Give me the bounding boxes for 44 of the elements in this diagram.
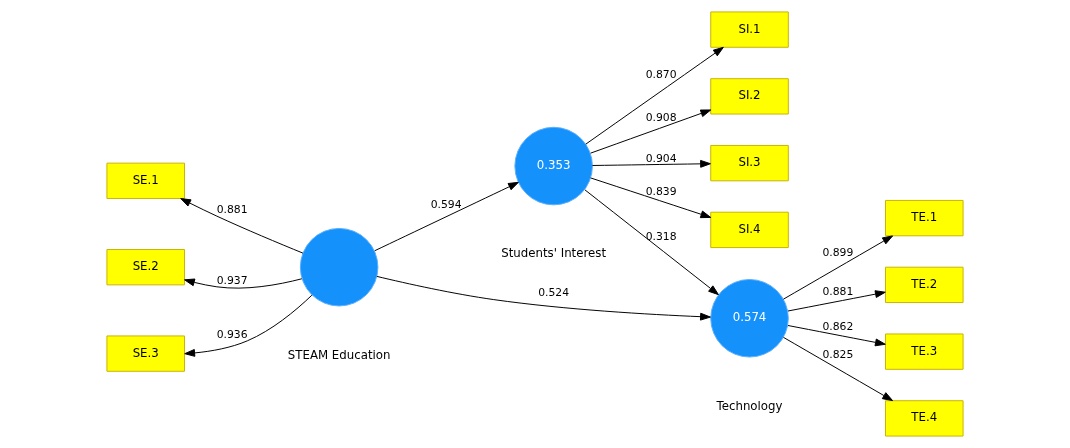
edge-label: 0.318 (645, 229, 677, 243)
arrow (376, 275, 711, 321)
node-box: SI.1 (710, 11, 789, 48)
edge-label: 0.870 (645, 68, 677, 82)
node-box: SI.2 (710, 78, 789, 115)
node-circle (299, 227, 379, 307)
node-circle: 0.353 (514, 126, 593, 206)
node-box: TE.4 (885, 400, 964, 437)
edge-label: 0.839 (645, 185, 677, 199)
edge-label: 0.862 (822, 319, 854, 333)
arrow (787, 290, 886, 312)
arrow (782, 235, 894, 300)
node-box: SE.2 (106, 249, 185, 286)
arrow (590, 177, 712, 219)
arrow (184, 278, 303, 289)
edge-label: 0.524 (538, 286, 570, 300)
edge-label: 0.825 (822, 348, 854, 362)
arrow (584, 189, 719, 296)
arrow (180, 198, 304, 254)
arrow (782, 336, 894, 402)
node-label: Technology (716, 398, 783, 413)
edge-label: 0.881 (822, 285, 854, 299)
edge-label: 0.937 (216, 273, 248, 287)
arrow (585, 46, 724, 145)
edge-label: 0.936 (216, 327, 248, 341)
edge-label: 0.899 (822, 246, 854, 260)
node-box: TE.3 (885, 333, 964, 370)
node-label: Students' Interest (501, 246, 607, 261)
edge-label: 0.904 (645, 151, 677, 165)
node-box: TE.1 (885, 199, 964, 237)
node-box: TE.2 (885, 266, 964, 304)
edge-label: 0.594 (430, 198, 462, 212)
node-box: SI.3 (710, 144, 789, 182)
edge-label: 0.908 (645, 110, 677, 124)
arrow (184, 294, 313, 357)
node-box: SE.1 (106, 162, 185, 199)
node-label: STEAM Education (287, 347, 391, 362)
arrow (787, 325, 886, 347)
node-box: SI.4 (710, 211, 789, 249)
arrow (374, 181, 519, 252)
node-box: SE.3 (106, 335, 185, 372)
arrow (592, 159, 711, 168)
edge-label: 0.881 (216, 203, 248, 216)
arrow (590, 109, 712, 154)
